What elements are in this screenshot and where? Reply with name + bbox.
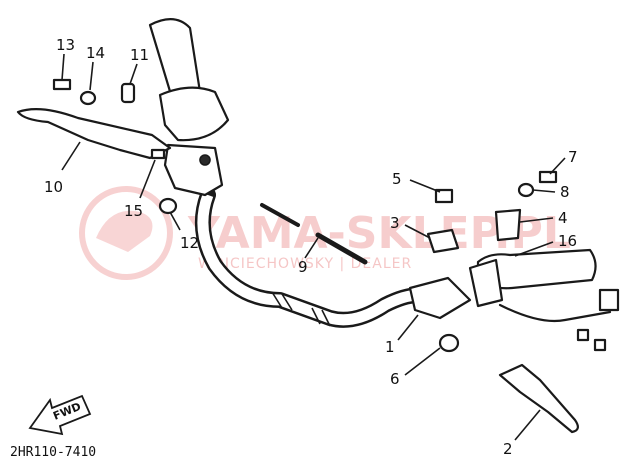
callout-6: 6 xyxy=(390,370,400,388)
leader-9 xyxy=(304,237,319,259)
watermark-logo-icon xyxy=(96,210,153,252)
callout-labels: 13 14 11 10 15 12 5 7 8 3 4 16 9 1 6 2 xyxy=(44,36,578,458)
throttle-grip-assembly xyxy=(148,18,230,197)
leader-3 xyxy=(404,224,431,239)
handlebar-knurl-4 xyxy=(321,309,331,327)
callout-8: 8 xyxy=(560,183,570,201)
screw-15 xyxy=(150,148,166,160)
callout-10: 10 xyxy=(44,178,63,196)
leader-5 xyxy=(409,179,441,193)
callout-12: 12 xyxy=(180,234,199,252)
callout-14: 14 xyxy=(86,44,105,62)
switch-3 xyxy=(426,228,460,254)
handlebar xyxy=(194,187,438,328)
cable-upper xyxy=(260,203,300,227)
washer-8 xyxy=(517,182,535,198)
leader-1 xyxy=(397,314,419,341)
screw-5 xyxy=(434,188,454,204)
leader-4 xyxy=(519,217,554,223)
callout-15: 15 xyxy=(124,202,143,220)
callout-3: 3 xyxy=(390,214,400,232)
cable-lower xyxy=(315,232,368,265)
wire-harness xyxy=(498,303,612,323)
leader-8 xyxy=(532,189,556,193)
fwd-arrow: FWD xyxy=(28,394,92,436)
nut-14 xyxy=(79,90,97,106)
callout-4: 4 xyxy=(558,209,568,227)
handlebar-tube-fill xyxy=(197,193,433,326)
clutch-lever-right xyxy=(498,363,579,434)
leader-7 xyxy=(549,157,566,175)
leader-lines xyxy=(61,53,566,441)
watermark-logo-ring xyxy=(79,186,173,280)
brake-lever-left xyxy=(16,107,172,160)
lever-2 xyxy=(498,363,579,434)
leader-6 xyxy=(404,347,441,376)
callout-13: 13 xyxy=(56,36,75,54)
holder-1 xyxy=(408,276,472,320)
handlebar-knurl-3 xyxy=(311,307,321,325)
handlebar-knurl-2 xyxy=(281,293,293,311)
connector-2 xyxy=(576,328,590,342)
cable-9 xyxy=(260,203,368,265)
leader-12 xyxy=(169,211,181,231)
leader-10 xyxy=(61,141,81,171)
bracket-4 xyxy=(494,208,522,242)
handlebar-knurl-1 xyxy=(271,291,283,309)
connector-1 xyxy=(598,288,620,312)
callout-1: 1 xyxy=(385,338,395,356)
leader-2 xyxy=(514,409,541,441)
callout-16: 16 xyxy=(558,232,577,250)
callout-11: 11 xyxy=(130,46,149,64)
part-code: 2HR110-7410 xyxy=(10,445,96,460)
left-small-parts xyxy=(52,78,178,215)
right-grip-assembly xyxy=(408,248,620,353)
throttle-housing xyxy=(158,86,230,142)
fwd-arrow-icon xyxy=(28,394,92,436)
throttle-grip xyxy=(148,18,202,100)
callout-9: 9 xyxy=(298,258,308,276)
leader-16 xyxy=(514,241,554,257)
lever-10 xyxy=(16,107,172,160)
leader-11 xyxy=(129,63,138,85)
callout-7: 7 xyxy=(568,148,578,166)
nut-6 xyxy=(438,333,460,353)
switch-housing xyxy=(468,258,504,308)
lever-holder xyxy=(163,143,224,197)
leader-15 xyxy=(139,159,156,199)
pin-11 xyxy=(120,82,136,104)
holder-bolt xyxy=(199,154,211,166)
leader-14 xyxy=(89,61,94,91)
bolt-13 xyxy=(52,78,72,91)
callout-5: 5 xyxy=(392,170,402,188)
right-switch-parts xyxy=(426,170,558,254)
leader-13 xyxy=(61,53,65,81)
connector-3 xyxy=(593,338,607,352)
nut-12 xyxy=(158,197,178,215)
screw-7 xyxy=(538,170,558,184)
callout-2: 2 xyxy=(503,440,513,458)
